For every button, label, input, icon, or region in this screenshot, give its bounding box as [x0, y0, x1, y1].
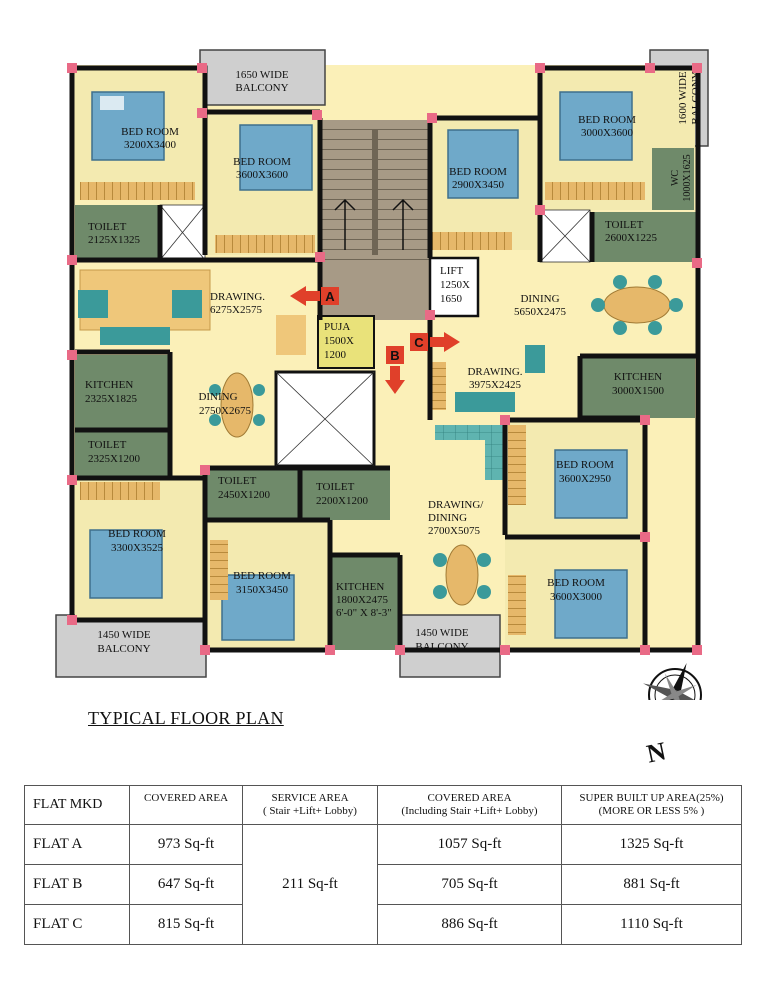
header-covered-incl-line-1: COVERED AREA: [427, 792, 512, 804]
label-drawing-a: DRAWING.6275X2575: [210, 291, 265, 316]
super-built-up-value: 1325 Sq-ft: [561, 824, 742, 865]
covered-area-value: 973 Sq-ft: [129, 824, 243, 865]
header-super-line-1: SUPER BUILT UP AREA(25%): [579, 792, 724, 804]
table-row: FLAT A 973 Sq-ft 211 Sq-ft 1057 Sq-ft 13…: [24, 824, 742, 945]
flat-label: FLAT A: [24, 824, 130, 865]
header-super-line-2: (MORE OR LESS 5% ): [598, 805, 705, 817]
header-service-line-1: SERVICE AREA: [271, 792, 349, 804]
furniture: [78, 269, 683, 606]
table-row: FLAT C 815 Sq-ft 886 Sq-ft 1110 Sq-ft: [24, 904, 742, 945]
super-built-up-value: 881 Sq-ft: [561, 864, 742, 905]
header-flat: FLAT MKD: [24, 785, 130, 825]
label-wc: WC1000X1625: [670, 154, 693, 201]
header-super-built-up: SUPER BUILT UP AREA(25%)(MORE OR LESS 5%…: [561, 785, 742, 825]
label-balcony-top-right: 1600 WIDEBALCONY: [677, 71, 702, 125]
header-covered-incl-line-2: (Including Stair +Lift+ Lobby): [401, 805, 538, 817]
service-area-value: 211 Sq-ft: [242, 824, 378, 945]
arrow-right-icon: [430, 332, 460, 352]
header-service-line-2: ( Stair +Lift+ Lobby): [263, 805, 357, 817]
header-service-area: SERVICE AREA( Stair +Lift+ Lobby): [242, 785, 378, 825]
plan-title: TYPICAL FLOOR PLAN: [88, 708, 284, 728]
arrow-down-icon: [385, 366, 405, 394]
covered-area-value: 647 Sq-ft: [129, 864, 243, 905]
marker-a: A: [325, 289, 335, 304]
area-table: FLAT MKD COVERED AREA SERVICE AREA( Stai…: [24, 785, 742, 945]
north-label: N: [644, 736, 669, 769]
wardrobes: [80, 182, 645, 635]
covered-incl-value: 705 Sq-ft: [377, 864, 562, 905]
covered-incl-value: 886 Sq-ft: [377, 904, 562, 945]
super-built-up-value: 1110 Sq-ft: [561, 904, 742, 945]
beds: [89, 91, 633, 641]
covered-incl-value: 1057 Sq-ft: [377, 824, 562, 865]
table-header-row: FLAT MKD COVERED AREA SERVICE AREA( Stai…: [24, 785, 742, 825]
marker-c-box: [410, 333, 428, 351]
covered-area-value: 815 Sq-ft: [129, 904, 243, 945]
marker-a-box: [321, 287, 339, 305]
marker-b-box: [386, 346, 404, 364]
columns: [67, 63, 702, 655]
marker-b: B: [390, 348, 399, 363]
flat-label: FLAT C: [24, 904, 130, 945]
header-covered-incl: COVERED AREA(Including Stair +Lift+ Lobb…: [377, 785, 562, 825]
flat-label: FLAT B: [24, 864, 130, 905]
marker-c: C: [414, 335, 424, 350]
label-drawing-c: DRAWING.3975X2425: [467, 366, 522, 391]
flat-markers: A B C: [290, 286, 460, 394]
floor-plan: 1650 WIDEBALCONY 1600 WIDEBALCONY BED RO…: [55, 49, 709, 700]
compass-icon: [643, 663, 707, 700]
table-row: FLAT B 647 Sq-ft 705 Sq-ft 881 Sq-ft: [24, 864, 742, 905]
header-covered-area: COVERED AREA: [129, 785, 243, 825]
arrow-left-icon: [290, 286, 320, 306]
